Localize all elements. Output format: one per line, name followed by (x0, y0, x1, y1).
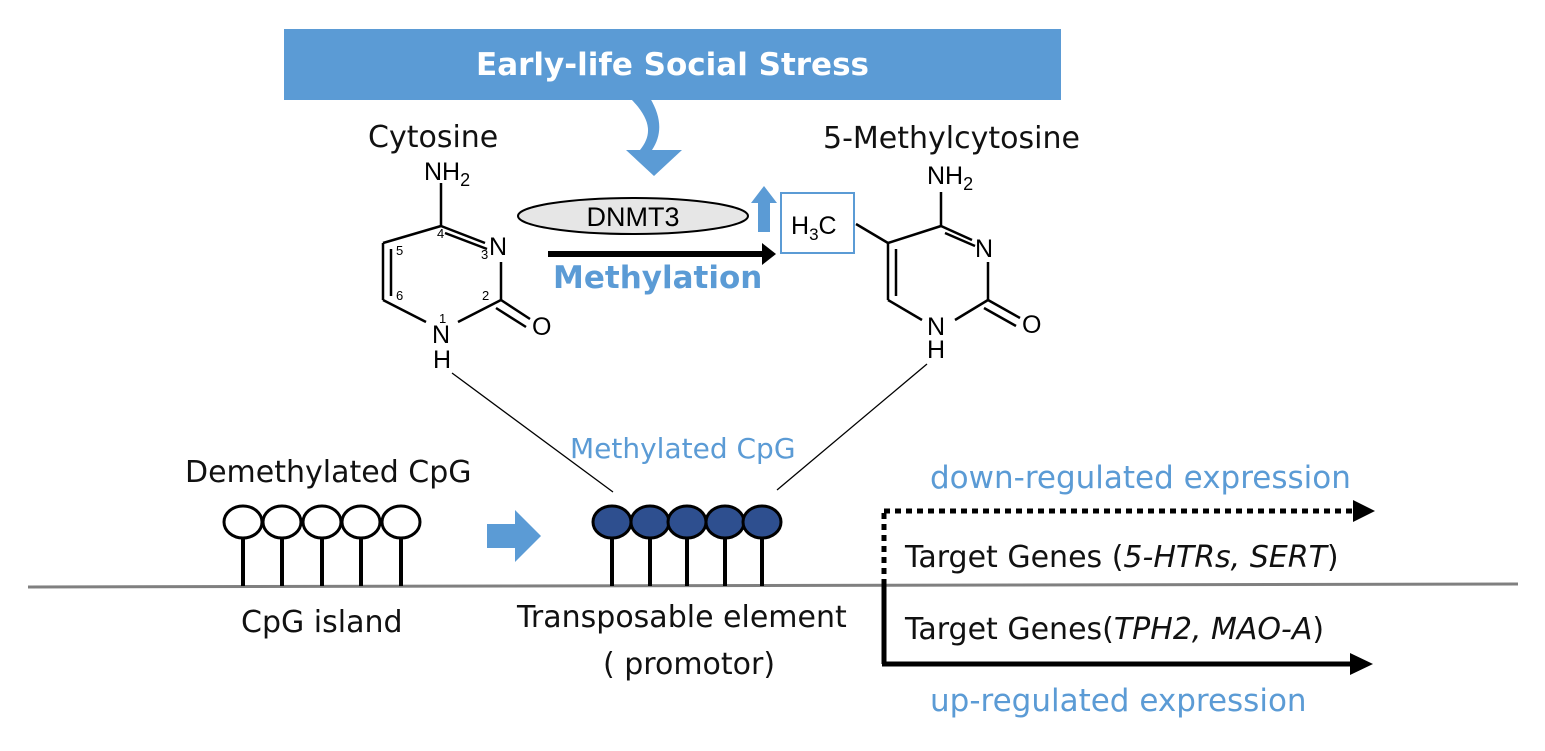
target1-prefix: Target Genes ( (905, 540, 1124, 575)
svg-text:N: N (489, 233, 507, 261)
te-label-line1: Transposable element (517, 600, 847, 635)
connector-left (451, 372, 614, 493)
svg-text:N: N (975, 235, 993, 263)
target-genes-up: Target Genes(TPH2, MAO-A) (905, 612, 1324, 647)
svg-text:N: N (432, 321, 450, 349)
up-regulated-label: up-regulated expression (930, 683, 1307, 719)
dna-baseline (27, 582, 1519, 589)
svg-text:O: O (532, 313, 551, 341)
target1-suffix: ) (1326, 540, 1339, 575)
connector-right (776, 363, 928, 491)
methylated-cpg-lollipops (591, 504, 783, 586)
svg-text:N: N (927, 313, 945, 341)
enzyme-label: DNMT3 (587, 202, 680, 232)
svg-text:4: 4 (437, 226, 444, 241)
methylation-label: Methylation (553, 260, 763, 296)
demethylated-cpg-label: Demethylated CpG (185, 455, 472, 490)
cytosine-structure (381, 183, 531, 329)
target2-suffix: ) (1312, 612, 1325, 647)
svg-text:O: O (1022, 311, 1041, 339)
svg-text:6: 6 (396, 288, 403, 303)
target1-genes: 5-HTRs, SERT (1123, 540, 1327, 575)
stress-curved-arrow (626, 98, 682, 176)
svg-text:H: H (433, 346, 451, 374)
methylated-cpg-label: Methylated CpG (570, 432, 796, 465)
stress-banner: Early-life Social Stress (284, 29, 1061, 100)
demethylated-cpg-lollipops (222, 504, 422, 586)
down-regulated-arrow (881, 500, 1375, 585)
banner-title: Early-life Social Stress (476, 46, 869, 83)
methylcytosine-label: 5-Methylcytosine (823, 121, 1080, 156)
svg-text:NH2: NH2 (424, 158, 470, 190)
svg-text:1: 1 (439, 311, 446, 326)
svg-text:2: 2 (482, 288, 489, 303)
increase-up-arrow (751, 186, 777, 232)
methylcytosine-atom-labels: NH2 N O N H H3C (791, 162, 1041, 364)
methyl-group-box (780, 192, 855, 254)
svg-text:5: 5 (396, 243, 403, 258)
svg-text:H3C: H3C (791, 212, 837, 244)
cytosine-atom-labels: NH2 N O N H 1 2 3 4 5 6 (396, 158, 551, 374)
up-regulated-arrow (881, 585, 1373, 675)
svg-text:NH2: NH2 (927, 162, 973, 194)
transition-block-arrow (487, 510, 541, 562)
down-regulated-label: down-regulated expression (930, 460, 1351, 496)
svg-text:3: 3 (481, 247, 488, 262)
target2-prefix: Target Genes( (905, 612, 1114, 647)
cytosine-label: Cytosine (368, 120, 499, 155)
target2-genes: TPH2, MAO-A (1113, 612, 1313, 647)
te-label-line2: ( promotor) (603, 647, 776, 682)
dnmt3-ellipse (517, 197, 749, 235)
methylcytosine-structure (855, 192, 1021, 328)
svg-text:H: H (927, 336, 945, 364)
cpg-island-label: CpG island (241, 605, 403, 640)
target-genes-down: Target Genes (5-HTRs, SERT) (905, 540, 1339, 575)
